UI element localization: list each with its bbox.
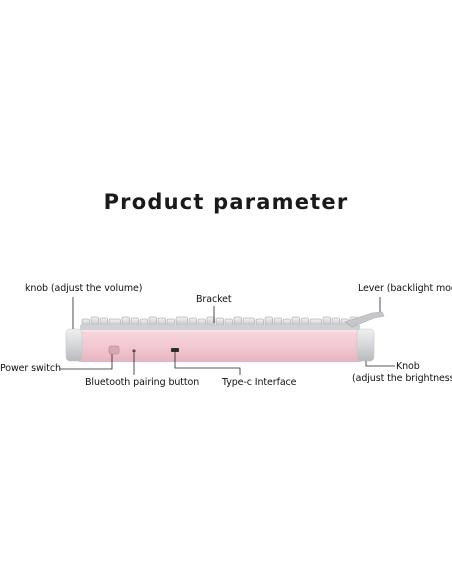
- label-knob-brightness-detail: (adjust the brightness): [352, 373, 452, 384]
- label-bluetooth: Bluetooth pairing button: [85, 377, 200, 388]
- power-switch: [108, 345, 120, 355]
- lever: [344, 311, 385, 328]
- page-title: Product parameter: [103, 190, 349, 214]
- bluetooth-button: [132, 349, 136, 353]
- brightness-knob: [356, 328, 375, 362]
- label-knob-brightness: Knob: [396, 361, 420, 372]
- label-typec: Type-c Interface: [222, 377, 297, 388]
- label-lever: Lever (backlight mode): [358, 283, 452, 294]
- top-plate: [80, 325, 360, 331]
- label-knob-volume: knob (adjust the volume): [25, 283, 143, 294]
- keyboard-body: [78, 330, 362, 362]
- typec-port: [171, 348, 179, 352]
- label-power-switch: Power switch: [0, 363, 61, 374]
- label-bracket: Bracket: [196, 294, 232, 305]
- callout-lines: [60, 297, 395, 375]
- volume-knob: [65, 328, 83, 362]
